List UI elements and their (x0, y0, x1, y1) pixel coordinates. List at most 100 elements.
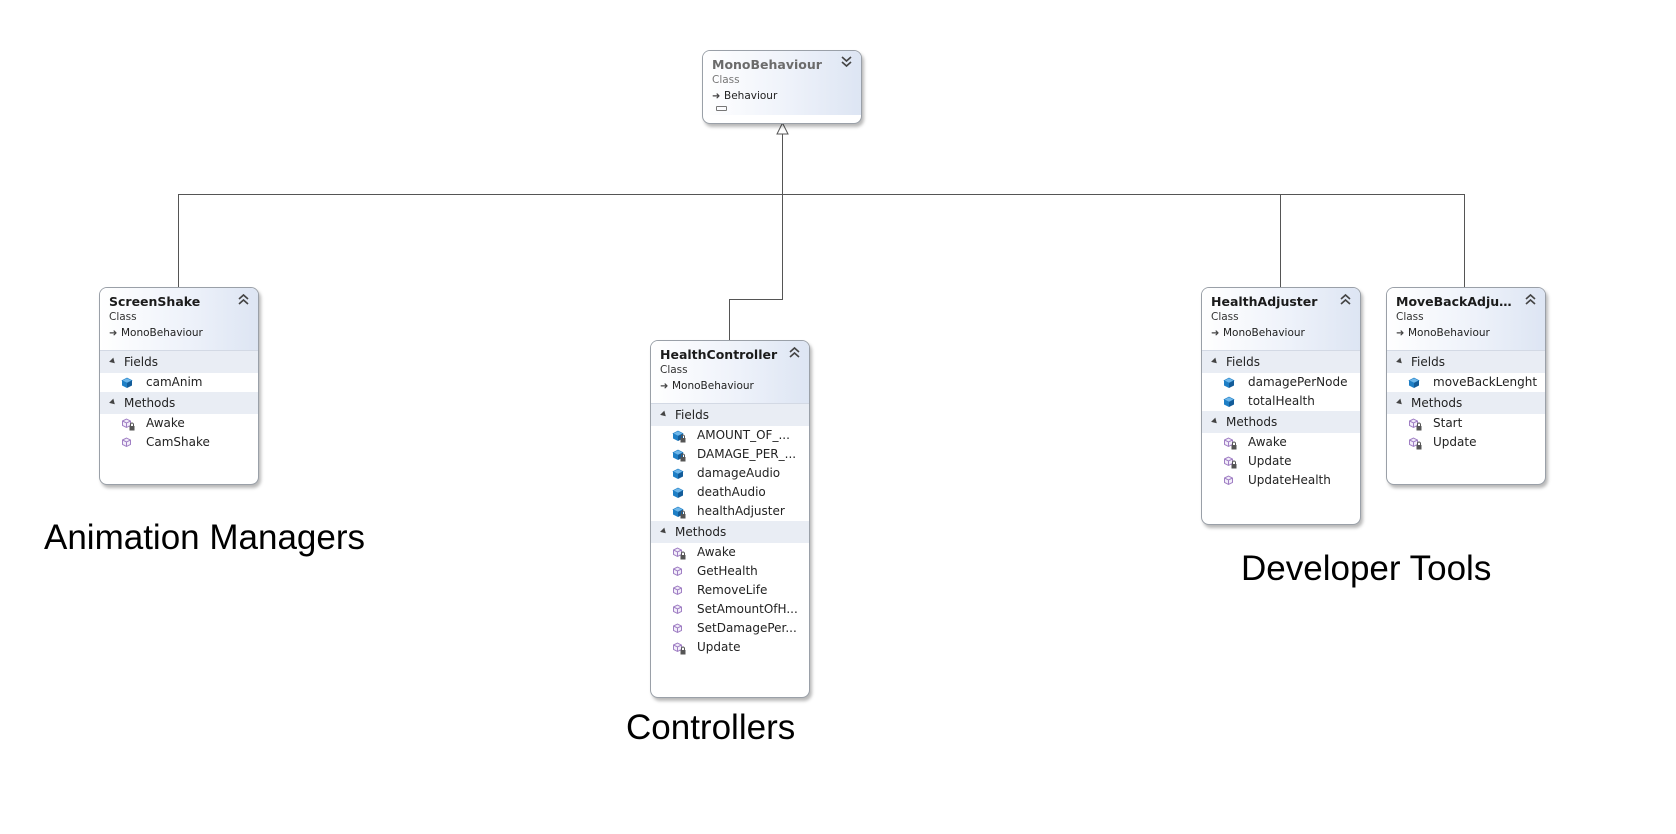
field-item[interactable]: healthAdjuster (651, 502, 809, 521)
show-base-toggle-icon[interactable] (716, 106, 727, 111)
field-icon (672, 506, 686, 519)
class-name: MoveBackAdjus... (1396, 294, 1519, 309)
class-monobehaviour[interactable]: MonoBehaviour Class ➜Behaviour (702, 50, 862, 124)
method-item[interactable]: UpdateHealth (1202, 471, 1360, 490)
member-label: Awake (1248, 435, 1287, 449)
method-icon (1224, 475, 1233, 486)
section-toggle-icon (660, 527, 668, 536)
class-base-name: MonoBehaviour (1408, 327, 1490, 339)
method-item[interactable]: GetHealth (651, 562, 809, 581)
member-label: damageAudio (697, 466, 781, 480)
class-header: MoveBackAdjus... Class ➜MonoBehaviour (1387, 288, 1545, 351)
section-methods[interactable]: Methods (651, 521, 809, 543)
inherit-arrow-icon: ➜ (660, 381, 669, 392)
member-label: healthAdjuster (697, 504, 785, 518)
class-movebackadjuster[interactable]: MoveBackAdjus... Class ➜MonoBehaviour Fi… (1386, 287, 1546, 485)
section-toggle-icon (1396, 398, 1404, 407)
section-toggle-icon (109, 398, 117, 407)
class-kind: Class (660, 364, 688, 376)
field-item[interactable]: totalHealth (1202, 392, 1360, 411)
lock-icon (1416, 441, 1422, 450)
field-item[interactable]: DAMAGE_PER_... (651, 445, 809, 464)
field-item[interactable]: camAnim (100, 373, 258, 392)
member-label: AMOUNT_OF_... (697, 428, 790, 442)
expand-chevron-icon[interactable] (840, 55, 853, 69)
class-kind: Class (712, 74, 740, 86)
lock-icon (680, 434, 686, 443)
field-item[interactable]: damageAudio (651, 464, 809, 483)
member-label: Update (697, 640, 741, 654)
collapse-chevron-icon[interactable] (1339, 292, 1352, 306)
class-screenshake[interactable]: ScreenShake Class ➜MonoBehaviour Fields … (99, 287, 259, 485)
section-methods[interactable]: Methods (100, 392, 258, 414)
class-kind: Class (1396, 311, 1424, 323)
member-label: SetDamagePer... (697, 621, 797, 635)
method-icon (673, 623, 682, 634)
method-item[interactable]: RemoveLife (651, 581, 809, 600)
member-label: Update (1433, 435, 1477, 449)
field-icon (1408, 377, 1420, 388)
section-fields[interactable]: Fields (100, 351, 258, 373)
section-label: Methods (675, 525, 727, 539)
class-name: HealthController (660, 347, 778, 362)
method-icon (1224, 456, 1237, 469)
field-icon (672, 468, 684, 479)
group-label-developer-tools: Developer Tools (1241, 549, 1492, 588)
lock-icon (680, 551, 686, 560)
method-item[interactable]: Start (1387, 414, 1545, 433)
field-item[interactable]: damagePerNode (1202, 373, 1360, 392)
class-header: HealthController Class ➜MonoBehaviour (651, 341, 809, 404)
class-base: ➜Behaviour (712, 88, 835, 105)
member-label: UpdateHealth (1248, 473, 1331, 487)
field-item[interactable]: AMOUNT_OF_... (651, 426, 809, 445)
member-label: moveBackLenght (1433, 375, 1538, 389)
collapse-chevron-icon[interactable] (1524, 292, 1537, 306)
method-item[interactable]: Update (651, 638, 809, 657)
member-label: damagePerNode (1248, 375, 1348, 389)
class-healthadjuster[interactable]: HealthAdjuster Class ➜MonoBehaviour Fiel… (1201, 287, 1361, 525)
section-label: Methods (1411, 396, 1463, 410)
class-healthcontroller[interactable]: HealthController Class ➜MonoBehaviour Fi… (650, 340, 810, 698)
section-label: Methods (124, 396, 176, 410)
class-header: ScreenShake Class ➜MonoBehaviour (100, 288, 258, 351)
member-label: CamShake (146, 435, 210, 449)
section-methods[interactable]: Methods (1387, 392, 1545, 414)
member-label: Start (1433, 416, 1463, 430)
connector-movebackadjuster (1280, 194, 1465, 287)
method-item[interactable]: Awake (100, 414, 258, 433)
class-base-name: MonoBehaviour (1223, 327, 1305, 339)
field-icon (1223, 377, 1235, 388)
field-icon (672, 487, 684, 498)
member-label: GetHealth (697, 564, 758, 578)
method-item[interactable]: SetDamagePer... (651, 619, 809, 638)
section-toggle-icon (1396, 357, 1404, 366)
section-fields[interactable]: Fields (1202, 351, 1360, 373)
class-kind: Class (109, 311, 137, 323)
collapse-chevron-icon[interactable] (237, 292, 250, 306)
method-item[interactable]: CamShake (100, 433, 258, 452)
field-icon (672, 430, 686, 443)
method-item[interactable]: SetAmountOfH... (651, 600, 809, 619)
connector-healthadjuster (782, 194, 1281, 287)
member-label: totalHealth (1248, 394, 1315, 408)
member-label: Awake (697, 545, 736, 559)
field-item[interactable]: deathAudio (651, 483, 809, 502)
class-name: ScreenShake (109, 294, 201, 309)
method-icon (1409, 418, 1422, 431)
lock-icon (680, 453, 686, 462)
method-item[interactable]: Update (1387, 433, 1545, 452)
class-base-name: Behaviour (724, 90, 778, 102)
section-fields[interactable]: Fields (651, 404, 809, 426)
class-base: ➜MonoBehaviour (1211, 325, 1334, 342)
method-item[interactable]: Awake (1202, 433, 1360, 452)
section-methods[interactable]: Methods (1202, 411, 1360, 433)
field-icon (121, 377, 133, 388)
class-kind: Class (1211, 311, 1239, 323)
section-fields[interactable]: Fields (1387, 351, 1545, 373)
method-item[interactable]: Awake (651, 543, 809, 562)
collapse-chevron-icon[interactable] (788, 345, 801, 359)
method-icon (1224, 437, 1237, 450)
method-item[interactable]: Update (1202, 452, 1360, 471)
field-item[interactable]: moveBackLenght (1387, 373, 1545, 392)
